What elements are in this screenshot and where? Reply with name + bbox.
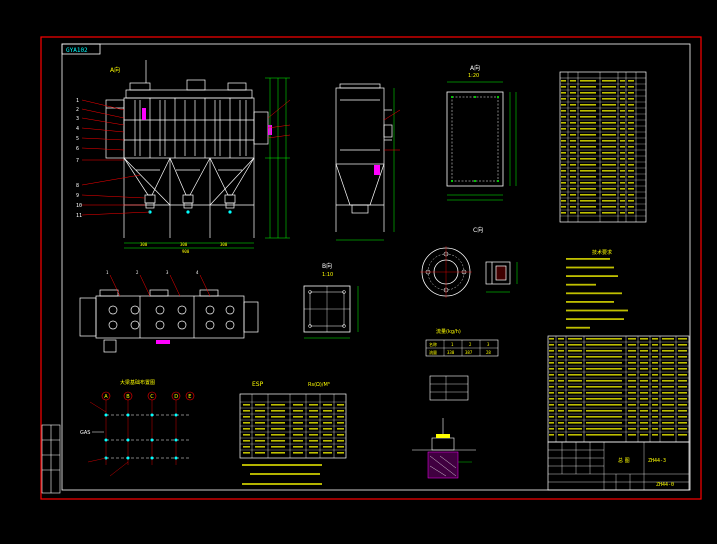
tech-title: 技术要求 — [592, 249, 612, 256]
section-scale: 1:10 — [322, 272, 333, 278]
title-block: 总 图 ZH44-3 ZH44-0 — [547, 335, 690, 491]
layout-plan: 大梁基础布置图 A B C D E GAS — [80, 379, 195, 477]
plan-view: 1 2 3 4 — [79, 270, 259, 353]
table-subtitle: Rs(Ω)/M³ — [308, 382, 330, 388]
svg-text:300: 300 — [140, 242, 148, 247]
view-a: A向 1:20 — [446, 64, 517, 201]
left-strip — [41, 424, 61, 494]
axis-marker: B — [126, 394, 130, 400]
axis-marker: E — [188, 394, 191, 400]
svg-text:300: 300 — [220, 242, 228, 247]
outer-frame — [40, 36, 702, 500]
svg-text:名称: 名称 — [429, 341, 437, 347]
svg-text:2: 2 — [136, 270, 139, 275]
svg-text:900: 900 — [182, 249, 190, 254]
title-block-name: ZH44-3 — [648, 458, 666, 464]
flow-table: 流量(kg/h) 名称 1 2 3 流量 330 387 28 — [425, 328, 499, 401]
id-box — [61, 43, 101, 55]
svg-text:2: 2 — [76, 107, 79, 113]
svg-text:330: 330 — [447, 350, 455, 355]
svg-text:3: 3 — [76, 116, 79, 122]
axis-marker: D — [174, 394, 178, 400]
svg-text:4: 4 — [196, 270, 199, 275]
layout-title: 大梁基础布置图 — [120, 379, 155, 386]
detail-c: C向 — [420, 226, 518, 298]
axis-marker: A — [104, 394, 108, 400]
foundation-detail — [412, 418, 476, 479]
svg-text:11: 11 — [76, 213, 82, 219]
gas-label: GAS — [80, 430, 90, 436]
svg-text:1: 1 — [76, 98, 79, 104]
section-b: B向 1:10 — [303, 262, 359, 339]
svg-text:7: 7 — [76, 158, 79, 164]
svg-text:5: 5 — [76, 136, 79, 142]
view-a-label-main: A向 — [110, 66, 120, 74]
section-label: B向 — [322, 262, 332, 270]
id-box-text: GYA102 — [66, 47, 88, 54]
svg-text:28: 28 — [486, 350, 491, 355]
side-elevation — [335, 83, 401, 241]
parts-list — [559, 71, 647, 223]
svg-text:387: 387 — [465, 350, 473, 355]
inner-frame — [61, 43, 691, 491]
flow-title: 流量(kg/h) — [436, 328, 461, 335]
view-a-scale: 1:20 — [468, 73, 479, 79]
svg-text:300: 300 — [180, 242, 188, 247]
svg-text:4: 4 — [76, 126, 79, 132]
main-elevation: A向 — [76, 60, 291, 254]
esp-table: ESP Rs(Ω)/M³ — [239, 381, 347, 485]
detail-c-label: C向 — [473, 226, 483, 234]
title-block-code: ZH44-0 — [656, 482, 674, 488]
svg-text:10: 10 — [76, 203, 82, 209]
tech-requirements: 技术要求 — [566, 249, 628, 329]
svg-text:9: 9 — [76, 193, 79, 199]
svg-text:1: 1 — [451, 342, 454, 347]
title-block-company: 总 图 — [618, 457, 630, 464]
svg-text:流量: 流量 — [429, 349, 437, 355]
svg-text:1: 1 — [106, 270, 109, 275]
svg-text:3: 3 — [166, 270, 169, 275]
svg-text:6: 6 — [76, 146, 79, 152]
svg-text:2: 2 — [469, 342, 472, 347]
axis-marker: C — [150, 394, 154, 400]
view-a-label: A向 — [470, 64, 480, 72]
svg-text:8: 8 — [76, 183, 79, 189]
table-title: ESP — [252, 381, 264, 388]
svg-text:3: 3 — [487, 342, 490, 347]
